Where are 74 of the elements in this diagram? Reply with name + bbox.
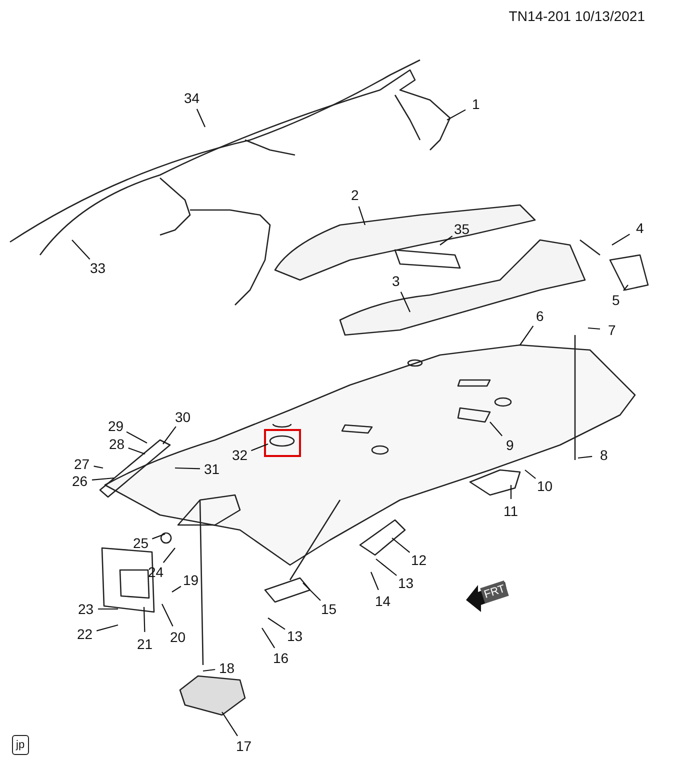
callout-number: 28 [109,436,125,452]
callout-number: 19 [183,572,199,588]
callout-number: 5 [612,292,620,308]
callout-number: 7 [608,322,616,338]
leader-line [96,624,118,632]
leader-line [143,606,146,632]
leader-line [392,538,410,553]
callout-number: 2 [351,187,359,203]
leader-line [174,467,200,470]
callout-number: 30 [175,409,191,425]
callout-number: 6 [536,308,544,324]
leader-line [262,628,276,648]
leader-line [623,284,628,291]
callout-number: 35 [454,221,470,237]
callout-number: 17 [236,738,252,754]
callout-number: 15 [321,601,337,617]
callout-number: 20 [170,629,186,645]
leader-line [202,668,216,672]
front-direction-label: FRT [480,580,510,604]
callout-number: 33 [90,260,106,276]
leader-line [578,456,592,459]
callout-number: 34 [184,90,200,106]
callout-number: 10 [537,478,553,494]
page-mark: jp [12,735,29,755]
callout-number: 21 [137,636,153,652]
leader-line [98,608,118,610]
callout-number: 26 [72,473,88,489]
leader-line [440,236,453,246]
leader-line [358,206,366,226]
callout-number: 18 [219,660,235,676]
leader-line [302,582,321,601]
callout-number: 9 [506,437,514,453]
leader-line [376,558,397,576]
leader-line [510,485,512,499]
callout-number: 23 [78,601,94,617]
leader-line [94,466,104,469]
callout-number: 13 [287,628,303,644]
leader-line [446,109,466,120]
callout-number: 25 [133,535,149,551]
callout-number: 31 [204,461,220,477]
leader-line [370,572,379,590]
document-reference: TN14-201 10/13/2021 [508,8,645,24]
callout-number: 8 [600,447,608,463]
leader-line [588,327,600,330]
callout-number: 14 [375,593,391,609]
leader-line [162,604,174,626]
callout-number: 1 [472,96,480,112]
leader-line [196,108,206,128]
leader-line [128,447,146,455]
leader-line [126,431,148,444]
callout-number: 32 [232,447,248,463]
leader-line [72,240,90,260]
leader-line [612,234,630,246]
leader-line [251,443,268,452]
callout-number: 16 [273,650,289,666]
callout-number: 29 [108,418,124,434]
leader-line [524,470,536,479]
leader-line [490,422,503,436]
leader-line [400,292,410,312]
callout-number: 22 [77,626,93,642]
callout-number: 11 [504,503,518,519]
leader-line [92,477,114,480]
leader-line [162,426,176,444]
callout-number: 27 [74,456,90,472]
leader-line [222,712,238,736]
callout-number: 4 [636,220,644,236]
callout-number: 3 [392,273,400,289]
callout-number: 12 [411,552,427,568]
leader-line [172,586,182,592]
leader-line [152,533,166,540]
leader-line [162,548,176,563]
leader-line [520,326,534,346]
leader-line [268,618,286,630]
callout-number: 13 [398,575,414,591]
